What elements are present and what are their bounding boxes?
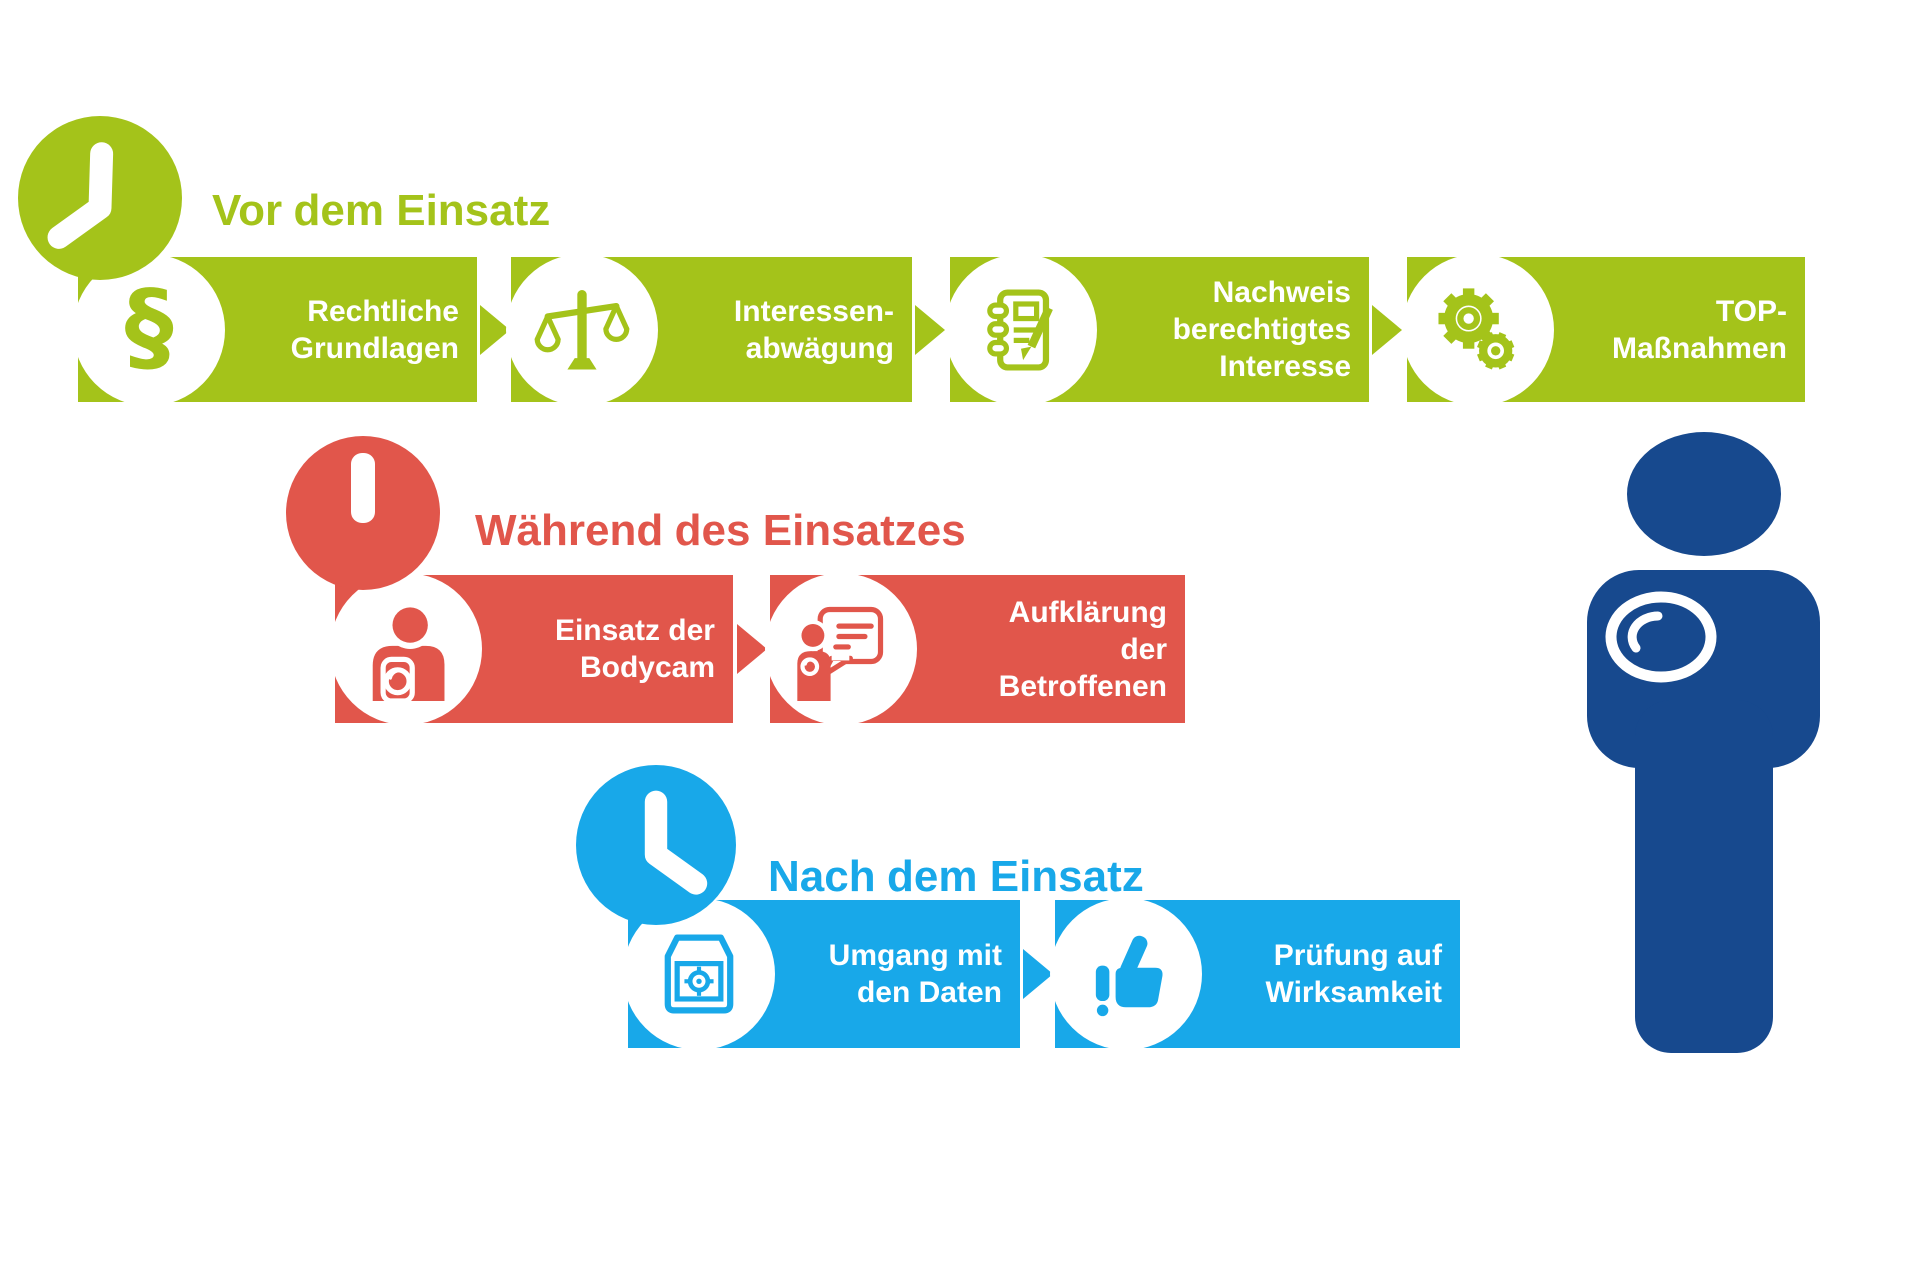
step-pruefung-wirksamkeit: Prüfung auf Wirksamkeit <box>1050 898 1460 1050</box>
exclamation-bar <box>351 453 375 523</box>
clock-before-glyph <box>47 142 114 249</box>
step-rechtliche-grundlagen: § Rechtliche Grundlagen <box>73 253 477 406</box>
section-title-rest: dem Einsatz <box>293 186 551 235</box>
step-label: Aufklärung der Betroffenen <box>999 575 1167 723</box>
step-aufklaerung-betroffene: Aufklärung der Betroffenen <box>765 573 1185 725</box>
person-with-bodycam <box>1587 432 1820 1053</box>
step-label-line: Einsatz der <box>554 614 715 647</box>
bodycam-person-icon <box>330 573 482 725</box>
scales-icon <box>506 253 658 406</box>
step-label-line: Umgang mit <box>828 939 1002 972</box>
step-label-line: TOP- <box>1715 294 1787 328</box>
section-title-word: Während <box>475 506 664 555</box>
arrow-right-icon <box>1023 949 1053 999</box>
gears-icon <box>1402 253 1554 406</box>
step-nachweis-interesse: Nachweis berechtigtes Interesse <box>945 253 1369 406</box>
step-label-line: Prüfung auf <box>1273 939 1442 972</box>
exclamation-icon <box>286 436 440 590</box>
step-label-line: den Daten <box>856 976 1002 1009</box>
section-title-word: Nach <box>768 852 876 901</box>
step-label-line: Aufklärung <box>1008 595 1167 629</box>
section-title-rest: des Einsatzes <box>674 506 966 555</box>
briefing-person-icon <box>765 573 917 725</box>
step-label-line: Interessen- <box>733 294 894 328</box>
step-label: Interessen- abwägung <box>734 257 894 402</box>
person-head <box>1627 432 1781 556</box>
step-label: Einsatz der Bodycam <box>555 575 715 723</box>
step-label-line: Grundlagen <box>290 331 459 365</box>
step-label-line: abwägung <box>745 331 894 365</box>
step-label-line: Wirksamkeit <box>1265 976 1442 1009</box>
clock-icon <box>18 116 182 280</box>
arrow-right-icon <box>915 305 945 355</box>
step-label-line: der <box>1120 632 1167 666</box>
step-label-line: Maßnahmen <box>1611 331 1787 365</box>
arrow-right-icon <box>480 305 510 355</box>
notebook-pen-icon <box>945 253 1097 406</box>
step-label: Prüfung auf Wirksamkeit <box>1266 900 1442 1048</box>
paragraph-glyph: § <box>124 269 174 384</box>
clock-icon <box>576 765 736 925</box>
section-title-word: Vor <box>212 186 283 235</box>
step-label-line: berechtigtes <box>1172 313 1351 346</box>
step-label-line: Rechtliche <box>307 294 459 328</box>
step-label: TOP- Maßnahmen <box>1612 257 1787 402</box>
step-label: Nachweis berechtigtes Interesse <box>1173 257 1351 402</box>
bodycam-lens-icon <box>1605 591 1717 683</box>
clock-after-glyph <box>644 790 708 895</box>
step-label-line: Nachweis <box>1212 276 1351 309</box>
step-label-line: Interesse <box>1219 350 1351 383</box>
thumbs-up-icon <box>1050 898 1202 1050</box>
section-title-rest: dem Einsatz <box>887 852 1144 901</box>
step-label: Rechtliche Grundlagen <box>291 257 459 402</box>
step-label-line: Betroffenen <box>998 669 1167 703</box>
step-interessenabwaegung: Interessen- abwägung <box>506 253 912 406</box>
arrow-right-icon <box>737 624 767 674</box>
arrow-right-icon <box>1372 305 1402 355</box>
step-einsatz-bodycam: Einsatz der Bodycam <box>330 573 733 725</box>
step-top-massnahmen: TOP- Maßnahmen <box>1402 253 1805 406</box>
step-label: Umgang mit den Daten <box>829 900 1002 1048</box>
step-label-line: Bodycam <box>579 651 715 684</box>
